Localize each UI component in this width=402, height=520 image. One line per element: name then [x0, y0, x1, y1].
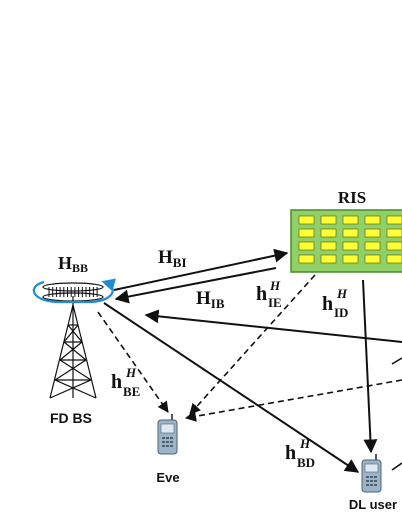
label-h-bb: HBB: [58, 253, 88, 275]
label-h-ie: h H IE: [256, 278, 282, 310]
ris-element: [386, 215, 402, 225]
h-bd-main: h: [285, 442, 296, 464]
ris-element: [364, 241, 381, 251]
ris-element: [298, 215, 315, 225]
fd-bs-tower: [49, 296, 97, 399]
arrow-h-bd: [103, 302, 360, 473]
h-be-sub: BE: [123, 384, 140, 399]
h-ie-sup: H: [269, 278, 281, 293]
ris-element: [364, 228, 381, 238]
h-bi-main: H: [158, 247, 173, 268]
label-h-be: h H BE: [111, 365, 140, 399]
ris-element: [298, 254, 315, 264]
ris-element: [320, 241, 337, 251]
dl-user-label: DL user: [349, 497, 397, 512]
eve-label: Eve: [156, 470, 179, 485]
arrow-user-to-bs: [144, 309, 402, 343]
fd-bs-label: FD BS: [50, 410, 92, 426]
ris-element: [386, 228, 402, 238]
dl-user-phone-icon: [361, 454, 382, 493]
h-ib-main: H: [196, 288, 211, 309]
ris-element: [386, 254, 402, 264]
eve-phone-icon: [157, 414, 178, 455]
h-id-sub: ID: [334, 305, 348, 320]
h-bb-main: H: [58, 253, 72, 273]
ris-element: [386, 241, 402, 251]
label-h-ib: HIB: [196, 288, 225, 311]
arrow-h-be: [97, 311, 169, 413]
h-be-main: h: [111, 371, 122, 393]
svg-text:HBB: HBB: [58, 253, 88, 275]
arrow-edge-to-user: [391, 462, 402, 471]
ris-element: [342, 228, 359, 238]
ris-element: [298, 228, 315, 238]
ris-element: [364, 215, 381, 225]
ris-label: RIS: [338, 188, 366, 207]
antenna-ring-top: [42, 282, 104, 292]
svg-text:HIB: HIB: [196, 288, 225, 311]
ris-element: [298, 241, 315, 251]
ris-panel: [290, 209, 402, 273]
label-h-bi: HBI: [158, 247, 187, 270]
ris-element: [320, 215, 337, 225]
label-h-bd: h H BD: [285, 436, 315, 470]
arrow-user-to-eve: [184, 379, 402, 422]
h-id-sup: H: [336, 286, 348, 301]
ris-element: [342, 215, 359, 225]
h-bd-sup: H: [299, 436, 311, 451]
h-be-sup: H: [125, 365, 137, 380]
arrow-edge-top: [391, 357, 402, 365]
arrow-h-bi: [113, 248, 289, 291]
arrow-h-ie: [189, 274, 316, 415]
h-ib-sub: IB: [211, 296, 225, 311]
h-bi-sub: BI: [173, 255, 187, 270]
self-interference-loop: [32, 278, 116, 304]
arrow-h-ib: [114, 267, 277, 304]
ris-element: [364, 254, 381, 264]
h-id-main: h: [322, 293, 333, 315]
antenna-elements: [48, 287, 98, 297]
h-bb-sub: BB: [72, 261, 88, 275]
svg-text:HBI: HBI: [158, 247, 187, 270]
ris-elements: [298, 215, 402, 264]
h-ie-sub: IE: [268, 295, 282, 310]
ris-element: [320, 254, 337, 264]
arrow-h-id: [362, 279, 378, 454]
ris-element: [320, 228, 337, 238]
h-bd-sub: BD: [297, 455, 315, 470]
ris-element: [342, 241, 359, 251]
ris-element: [342, 254, 359, 264]
label-h-id: h H ID: [322, 286, 348, 320]
h-ie-main: h: [256, 283, 267, 305]
